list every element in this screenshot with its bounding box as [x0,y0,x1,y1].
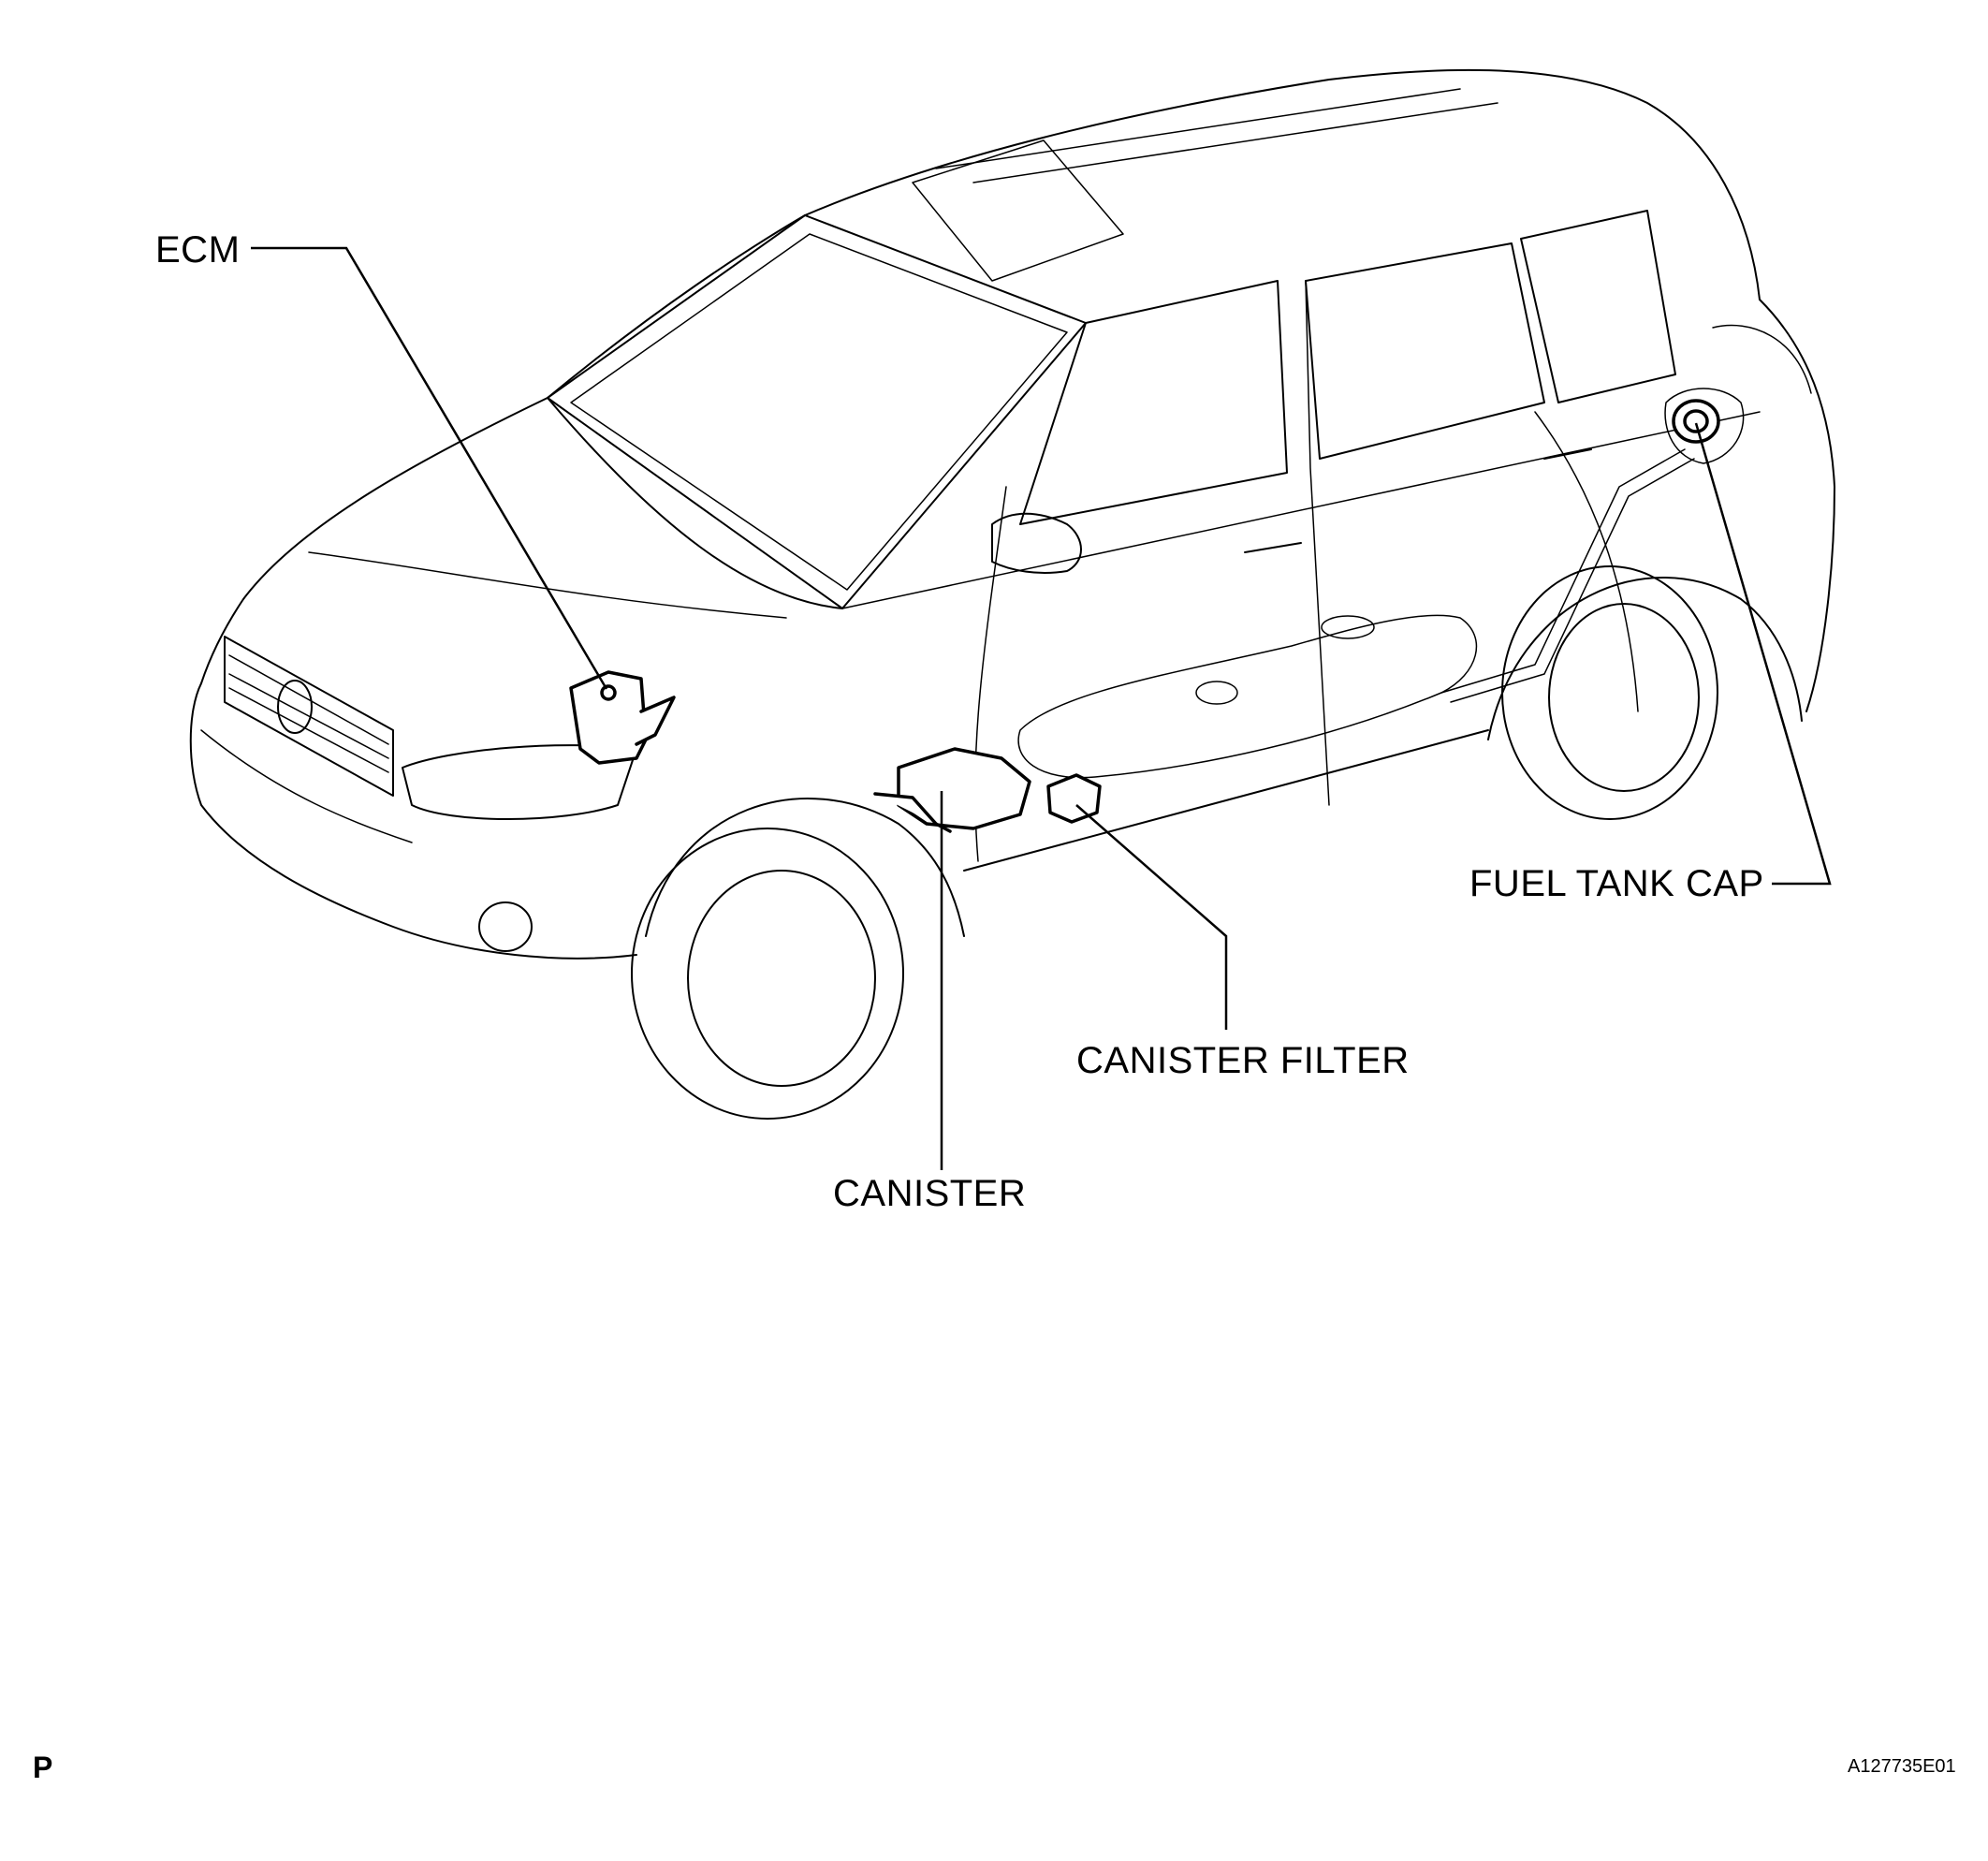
fuel-tank-cap-leader-line [1694,422,1832,886]
page-mark: P [33,1751,53,1784]
canister-label: CANISTER [833,1173,1027,1214]
leader-lines [251,246,1832,1170]
ecm-label: ECM [155,229,241,271]
fuel-tank-cap-component [1672,399,1720,444]
vehicle-body [189,68,1835,1120]
fuel-tank-cap-label: FUEL TANK CAP [1469,863,1764,904]
canister-filter-component [1046,773,1102,824]
ecm-leader-line [251,246,608,690]
ecm-component [569,670,676,765]
canister-component [873,747,1031,833]
canister-filter-label: CANISTER FILTER [1076,1040,1410,1081]
figure-id: A127735E01 [1848,1756,1956,1777]
canister-filter-leader-line [1075,804,1228,1030]
